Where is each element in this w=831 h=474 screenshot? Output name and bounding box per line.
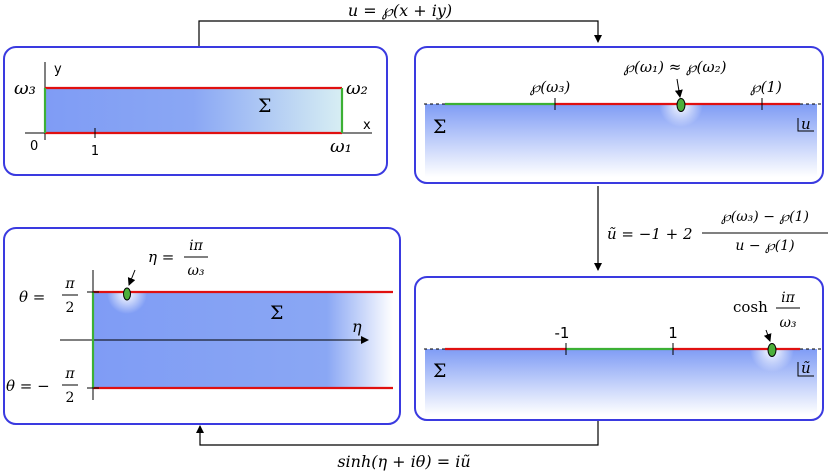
u-label-p12: ℘(ω₁) ≈ ℘(ω₂) xyxy=(624,58,727,76)
map-bottom: sinh(η + iθ) = iũ xyxy=(196,421,599,471)
eta-axis-label: η xyxy=(352,317,362,336)
utilde-point-arrow xyxy=(763,329,772,342)
utilde-frac-num: iπ xyxy=(781,290,795,306)
utilde-corner-mark xyxy=(797,362,814,377)
omega2-label: ω₂ xyxy=(346,78,368,99)
u-corner-label: u xyxy=(801,115,811,133)
theta-top-label: θ = xyxy=(19,288,45,306)
utilde-label-neg1: -1 xyxy=(555,324,570,342)
u-label-p3: ℘(ω₃) xyxy=(530,78,571,96)
sigma-label-strip: Σ xyxy=(270,302,283,324)
utilde-corner-label: ũ xyxy=(801,359,811,377)
strip-eta-num: iπ xyxy=(189,238,203,254)
right-map-lhs: ũ = −1 + 2 xyxy=(607,225,693,243)
strip-eta-den: ω₃ xyxy=(187,263,204,279)
panel-strip: η = iπ ω₃ θ = π 2 θ = − π 2 η Σ xyxy=(3,227,401,425)
u-point-arrow xyxy=(674,78,683,98)
right-map-numerator: ℘(ω₃) − ℘(1) xyxy=(721,209,809,225)
utilde-label-1: 1 xyxy=(668,324,678,342)
theta-bottom-pi: π xyxy=(64,366,75,382)
u-halfplane-region xyxy=(425,104,817,177)
utilde-frac-den: ω₃ xyxy=(779,315,796,331)
omega1-label: ω₁ xyxy=(330,136,352,157)
x-axis-label: x xyxy=(363,118,371,133)
panel-u-plane: ℘(ω₃) ℘(ω₁) ≈ ℘(ω₂) ℘(1) Σ u xyxy=(414,46,824,184)
strip-point xyxy=(123,287,131,301)
utilde-halfplane-region xyxy=(425,349,817,415)
theta-top-two: 2 xyxy=(66,300,75,316)
rectangle-region xyxy=(45,88,342,133)
map-right: ũ = −1 + 2 ℘(ω₃) − ℘(1) u − ℘(1) xyxy=(594,186,828,271)
top-map-label: u = ℘(x + iy) xyxy=(348,1,452,20)
u-label-p1: ℘(1) xyxy=(750,78,782,96)
utilde-cosh-label: cosh xyxy=(733,298,768,316)
strip-eta-eq: η = xyxy=(148,248,174,266)
right-map-denominator: u − ℘(1) xyxy=(735,238,794,254)
strip-point-arrow xyxy=(127,269,136,286)
bottom-arrow xyxy=(196,421,599,446)
tick-one-label: 1 xyxy=(91,144,99,159)
panel-utilde-plane: -1 1 cosh iπ ω₃ Σ ũ xyxy=(414,276,824,421)
theta-top-pi: π xyxy=(64,276,75,292)
utilde-point xyxy=(767,343,777,357)
sigma-label-u: Σ xyxy=(433,116,446,138)
sigma-label-rect: Σ xyxy=(258,95,271,117)
u-corner-mark xyxy=(797,118,814,132)
bottom-map-label: sinh(η + iθ) = iũ xyxy=(337,452,470,471)
theta-bottom-label: θ = − xyxy=(6,377,50,395)
top-arrow xyxy=(198,20,602,47)
panel-rectangle: y x 0 1 ω₃ ω₂ ω₁ Σ xyxy=(3,46,388,176)
map-top: u = ℘(x + iy) xyxy=(198,1,602,47)
origin-label: 0 xyxy=(30,139,38,154)
sigma-label-utilde: Σ xyxy=(433,360,446,382)
y-axis-label: y xyxy=(54,62,62,77)
u-omega-point xyxy=(676,98,686,112)
omega3-label: ω₃ xyxy=(14,78,36,99)
theta-bottom-two: 2 xyxy=(66,390,75,406)
